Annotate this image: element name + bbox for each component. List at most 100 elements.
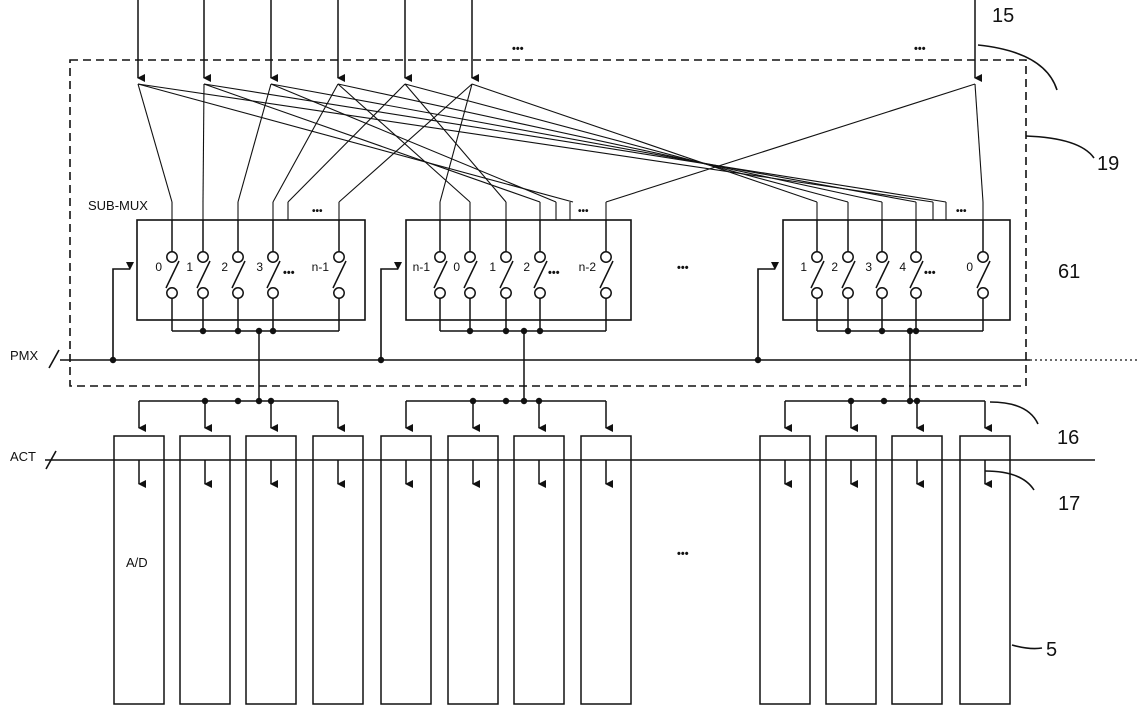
junction-dot bbox=[466, 327, 474, 335]
junction-dot bbox=[234, 397, 242, 405]
switch-label: 1 bbox=[489, 260, 496, 274]
switch-label: 0 bbox=[453, 260, 460, 274]
fan-wire-6-2 bbox=[439, 83, 473, 203]
switch-label: 2 bbox=[221, 260, 228, 274]
adc-column-1-3 bbox=[245, 435, 297, 705]
ellipsis-mux-3-top: ••• bbox=[956, 206, 967, 217]
fan-wire-2-3 bbox=[203, 83, 947, 203]
switch-contact-top bbox=[267, 251, 279, 263]
switch-blade bbox=[976, 260, 991, 289]
sub-mux-enclosure bbox=[69, 59, 1027, 387]
switch-contact-top bbox=[464, 251, 476, 263]
switch-contact-bottom bbox=[876, 287, 888, 299]
ellipsis-adc: ••• bbox=[677, 548, 689, 560]
adc-column-2-1 bbox=[380, 435, 432, 705]
leader-5 bbox=[1011, 644, 1043, 650]
junction-dot bbox=[844, 327, 852, 335]
fan-wire-5-1 bbox=[287, 83, 406, 203]
switch-contact-top bbox=[876, 251, 888, 263]
junction-dot bbox=[912, 327, 920, 335]
fan-wire-1-2 bbox=[137, 83, 574, 203]
ellipsis-inputs: ••• bbox=[512, 43, 524, 55]
ellipsis-mux-1-top: ••• bbox=[312, 206, 323, 217]
junction-dot bbox=[255, 397, 263, 405]
junction-dot bbox=[502, 327, 510, 335]
switch-contact-bottom bbox=[333, 287, 345, 299]
switch-contact-top bbox=[811, 251, 823, 263]
switch-label: 1 bbox=[800, 260, 807, 274]
switch-blade bbox=[165, 260, 180, 289]
junction-dot bbox=[502, 397, 510, 405]
switch-blade bbox=[810, 260, 825, 289]
junction-dot bbox=[880, 397, 888, 405]
mux-block-3 bbox=[782, 219, 1011, 321]
junction-dot bbox=[520, 397, 528, 405]
adc-column-1-2 bbox=[179, 435, 231, 705]
leader-17 bbox=[984, 470, 1035, 491]
ref-16: 16 bbox=[1057, 427, 1079, 449]
switch-blade bbox=[231, 260, 246, 289]
switch-blade bbox=[266, 260, 281, 289]
junction-dot bbox=[269, 327, 277, 335]
leader-15 bbox=[977, 44, 1058, 91]
ellipsis-mux-2-switch: ••• bbox=[548, 267, 560, 279]
adc-column-3-2 bbox=[825, 435, 877, 705]
adc-column-2-2 bbox=[447, 435, 499, 705]
switch-blade bbox=[533, 260, 548, 289]
switch-label: 1 bbox=[186, 260, 193, 274]
switch-blade bbox=[332, 260, 347, 289]
sub-mux-label: SUB-MUX bbox=[88, 198, 148, 213]
switch-contact-bottom bbox=[197, 287, 209, 299]
fan-wire-4-3 bbox=[337, 83, 883, 203]
adc-column-1-4 bbox=[312, 435, 364, 705]
junction-dot bbox=[847, 397, 855, 405]
fan-wire-2-2 bbox=[203, 83, 541, 203]
junction-dot bbox=[913, 397, 921, 405]
switch-blade bbox=[909, 260, 924, 289]
switch-contact-bottom bbox=[166, 287, 178, 299]
switch-label: 0 bbox=[966, 260, 973, 274]
ellipsis-inputs-right: ••• bbox=[914, 43, 926, 55]
switch-blade bbox=[463, 260, 478, 289]
switch-blade bbox=[433, 260, 448, 289]
switch-contact-top bbox=[977, 251, 989, 263]
switch-contact-top bbox=[500, 251, 512, 263]
adc-column-3-3 bbox=[891, 435, 943, 705]
junction-dot bbox=[201, 397, 209, 405]
switch-blade bbox=[196, 260, 211, 289]
junction-dot bbox=[234, 327, 242, 335]
switch-label: 4 bbox=[899, 260, 906, 274]
switch-label: n-1 bbox=[312, 260, 330, 274]
switch-contact-bottom bbox=[600, 287, 612, 299]
fan-wire-3-1 bbox=[237, 83, 272, 203]
ad-label: A/D bbox=[126, 555, 148, 570]
switch-contact-bottom bbox=[232, 287, 244, 299]
fan-wire-4-2 bbox=[337, 83, 471, 203]
switch-label: 2 bbox=[523, 260, 530, 274]
junction-dot bbox=[267, 397, 275, 405]
switch-blade bbox=[841, 260, 856, 289]
mux-block-2 bbox=[405, 219, 632, 321]
switch-contact-bottom bbox=[500, 287, 512, 299]
switch-label: n-1 bbox=[413, 260, 431, 274]
switch-contact-top bbox=[910, 251, 922, 263]
fan-wire-1-3 bbox=[137, 83, 934, 203]
fan-wire-7-2 bbox=[974, 83, 984, 203]
leader-19 bbox=[1025, 135, 1095, 159]
act-label: ACT bbox=[10, 449, 36, 464]
junction-dot bbox=[469, 397, 477, 405]
fan-wire-3-3 bbox=[270, 83, 917, 203]
switch-contact-top bbox=[600, 251, 612, 263]
switch-contact-top bbox=[197, 251, 209, 263]
junction-dot bbox=[536, 327, 544, 335]
ellipsis-mux-3-switch: ••• bbox=[924, 267, 936, 279]
ref-17: 17 bbox=[1058, 493, 1080, 515]
adc-column-1-1 bbox=[113, 435, 165, 705]
switch-label: n-2 bbox=[579, 260, 597, 274]
switch-label: 3 bbox=[865, 260, 872, 274]
switch-label: 3 bbox=[256, 260, 263, 274]
fan-wire-1-1 bbox=[137, 83, 173, 203]
switch-contact-bottom bbox=[977, 287, 989, 299]
fan-wire-3-2 bbox=[270, 83, 557, 203]
